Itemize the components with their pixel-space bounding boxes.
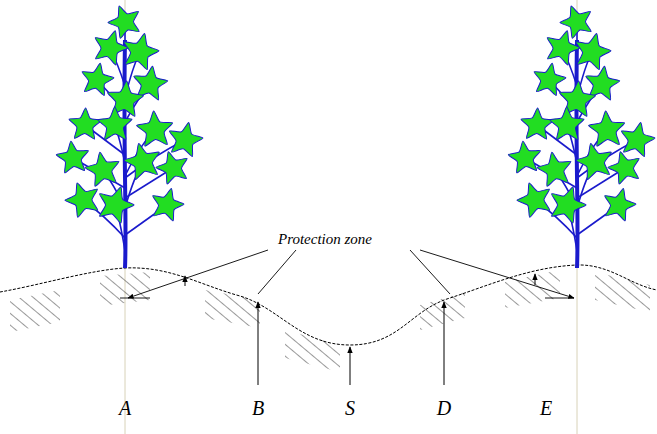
vine-plant	[507, 0, 657, 268]
vine-plants	[55, 0, 657, 268]
ground-profile	[0, 265, 657, 345]
leader-lines	[120, 250, 574, 298]
zone-label: Protection zone	[276, 232, 374, 247]
level-arrow	[185, 276, 186, 286]
axis-line	[577, 0, 578, 434]
axis-line	[125, 0, 126, 434]
level-arrow	[535, 274, 536, 285]
point-label: E	[538, 398, 554, 418]
point-label: B	[250, 398, 266, 418]
point-arrows	[258, 302, 444, 385]
vine-plant	[55, 0, 206, 268]
soil-hatching	[10, 270, 650, 372]
point-label: A	[117, 398, 133, 418]
point-label: D	[435, 398, 453, 418]
point-label: S	[343, 398, 357, 418]
